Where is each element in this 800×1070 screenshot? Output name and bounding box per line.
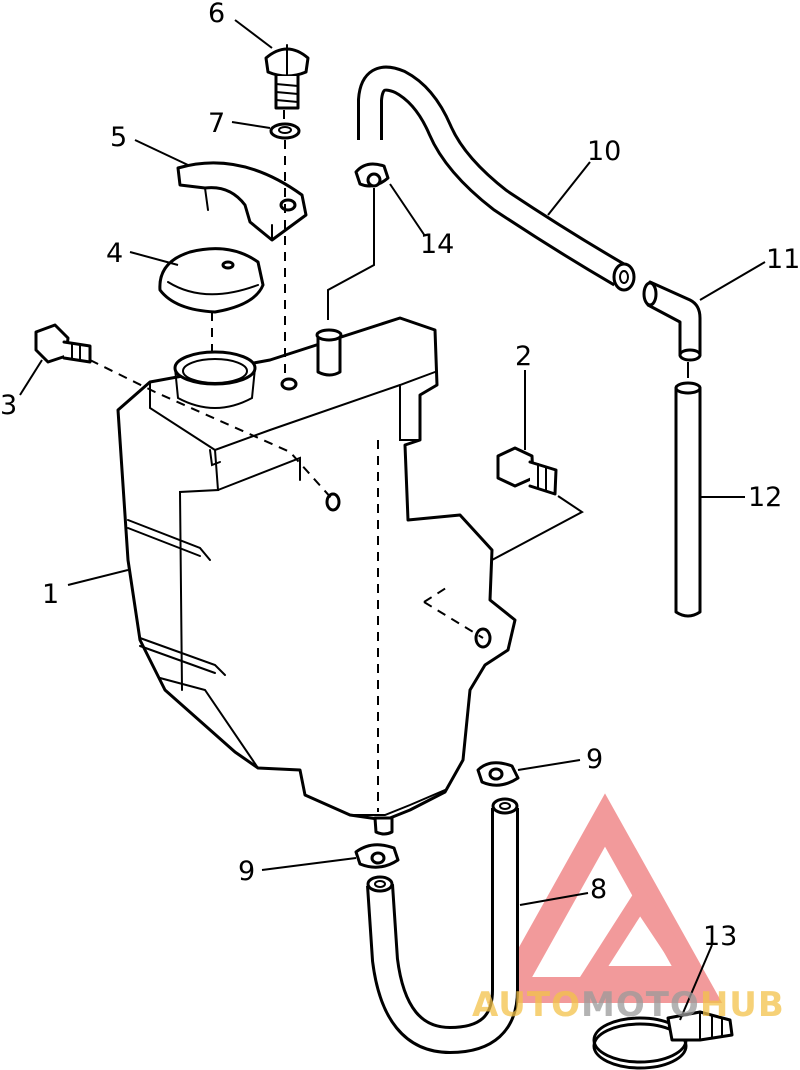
callout-9-lower: 9 (238, 856, 255, 887)
callout-12: 12 (748, 482, 782, 513)
watermark-triangle-inner (575, 883, 707, 984)
callout-10: 10 (587, 136, 621, 167)
callout-14: 14 (420, 229, 454, 260)
svg-text:AUTOMOTOHUB: AUTOMOTOHUB (472, 985, 785, 1025)
part-2-bolt (496, 446, 558, 496)
part-3-bolt (34, 323, 92, 364)
part-14-clip (354, 162, 390, 188)
part-13-clamp (592, 1010, 734, 1070)
callout-1: 1 (42, 579, 59, 610)
part-11-elbow (642, 280, 702, 362)
part-12-tube (674, 381, 702, 618)
part-4-cap (158, 247, 265, 314)
callout-9-upper: 9 (586, 744, 603, 775)
watermark-text-auto: AUTO (472, 985, 581, 1025)
callout-13: 13 (703, 921, 737, 952)
callout-11: 11 (766, 244, 800, 275)
part-6-bolt (264, 44, 310, 110)
part-9-clip-lower (354, 843, 400, 869)
callout-2: 2 (515, 341, 532, 372)
part-9-clip-upper (476, 761, 520, 787)
part-8-hose (366, 797, 519, 1055)
watermark-text-hub: HUB (700, 985, 785, 1025)
callout-8: 8 (590, 874, 607, 905)
part-reservoir-tank (116, 316, 517, 836)
callout-labels: 1 2 3 4 5 6 7 8 9 9 10 11 12 13 14 (0, 0, 800, 952)
watermark-text: AUTOMOTOHUB (472, 985, 785, 1025)
part-5-bracket (176, 161, 308, 242)
watermark-logo (487, 793, 723, 1003)
callout-3: 3 (0, 390, 17, 421)
assembly-lines (89, 110, 689, 812)
part-10-hose (357, 65, 636, 292)
watermark-text-moto: MOTO (581, 985, 700, 1025)
part-7-washer (269, 122, 301, 140)
callout-4: 4 (106, 238, 123, 269)
callout-leaders (19, 19, 766, 1021)
callout-7: 7 (208, 108, 225, 139)
callout-5: 5 (110, 122, 127, 153)
callout-6: 6 (208, 0, 225, 29)
